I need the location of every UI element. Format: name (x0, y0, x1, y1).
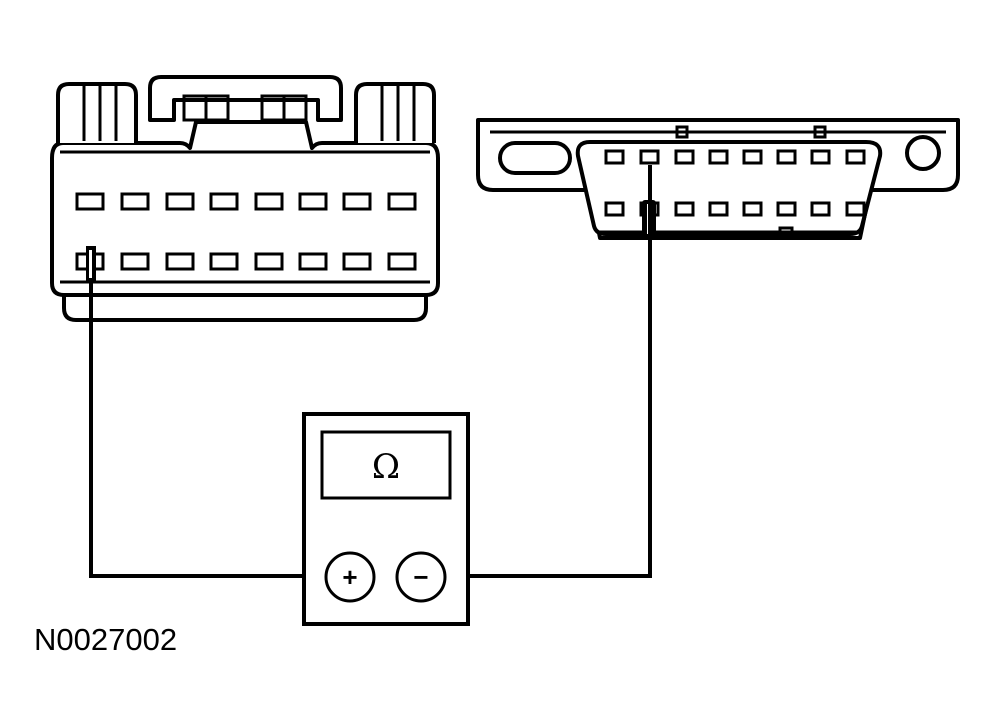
ohmmeter-display (320, 430, 452, 500)
right-connector-round-hole (905, 135, 941, 171)
ohm-symbol: Ω (372, 447, 400, 487)
positive-terminal-label: + (342, 562, 357, 592)
ohmmeter: Ω + − (302, 412, 470, 626)
left-probe (86, 246, 96, 282)
negative-lead (446, 165, 652, 578)
left-connector-right-tab (354, 82, 436, 143)
negative-terminal (395, 551, 447, 603)
left-connector-bottom-pins (75, 252, 417, 271)
left-connector (50, 75, 440, 322)
test-leads (89, 165, 652, 578)
right-connector-slot-hole (498, 141, 572, 175)
left-connector-lip (62, 288, 428, 322)
positive-terminal (324, 551, 376, 603)
left-connector-top-pins (75, 192, 417, 211)
positive-lead (89, 282, 324, 578)
left-connector-latch-housing (148, 75, 343, 122)
right-connector (476, 118, 960, 240)
figure-id-label: N0027002 (34, 622, 178, 657)
left-connector-body (50, 120, 440, 297)
left-connector-left-tab (56, 82, 138, 143)
left-connector-details (60, 86, 430, 284)
right-connector-details (490, 125, 946, 238)
right-connector-top-pins (604, 149, 866, 165)
negative-terminal-label: − (413, 562, 428, 592)
